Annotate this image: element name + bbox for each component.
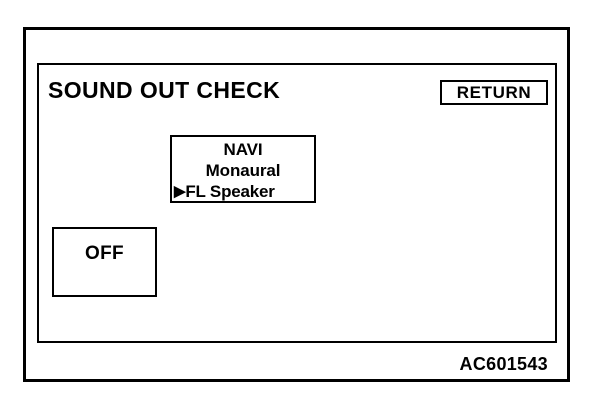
source-list-item-navi[interactable]: NAVI (223, 140, 263, 159)
return-button-label: RETURN (456, 82, 532, 102)
source-list-item-fl-speaker[interactable]: ▶FL Speaker (172, 181, 314, 202)
source-list-item-fl-speaker-label: FL Speaker (185, 182, 275, 201)
return-button[interactable]: RETURN (440, 80, 548, 105)
selection-cursor-icon: ▶ (174, 183, 186, 200)
status-box[interactable]: OFF (52, 227, 157, 297)
status-badge: OFF (85, 243, 124, 264)
display-screen-frame (37, 63, 557, 343)
source-list-item-monaural[interactable]: Monaural (205, 161, 281, 180)
figure-reference-code: AC601543 (459, 354, 548, 374)
page-title: SOUND OUT CHECK (48, 77, 281, 103)
source-selection-box[interactable]: NAVI Monaural ▶FL Speaker (170, 135, 316, 203)
